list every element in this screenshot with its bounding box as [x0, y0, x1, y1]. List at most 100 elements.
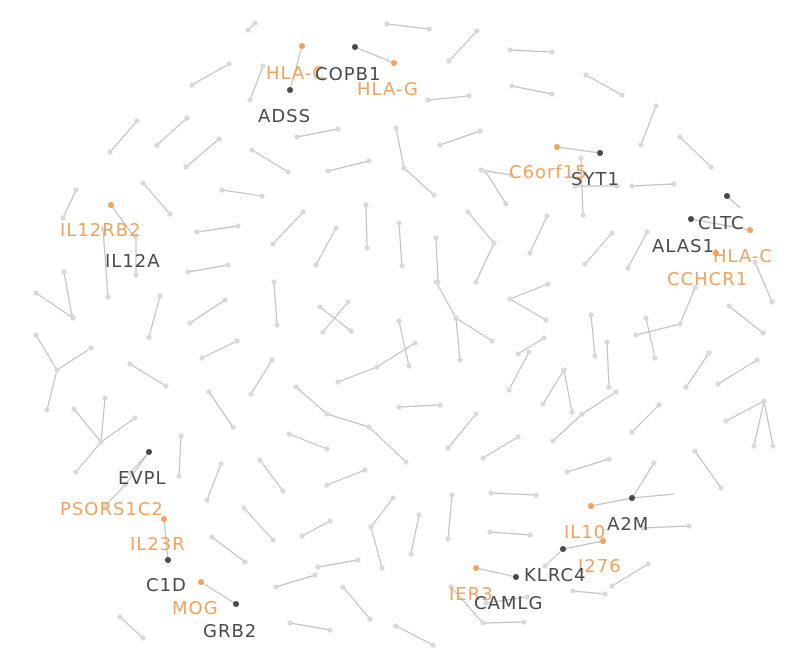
node-mog[interactable] — [198, 579, 204, 585]
node[interactable] — [629, 429, 635, 435]
node[interactable] — [708, 164, 714, 170]
node[interactable] — [368, 524, 374, 530]
node[interactable] — [550, 438, 556, 444]
node[interactable] — [412, 340, 418, 346]
node[interactable] — [683, 384, 689, 390]
node[interactable] — [384, 21, 390, 27]
node[interactable] — [335, 126, 341, 132]
node[interactable] — [543, 317, 549, 323]
node-klrc4[interactable] — [513, 574, 519, 580]
node[interactable] — [416, 512, 422, 518]
node[interactable] — [100, 226, 106, 232]
node[interactable] — [526, 349, 532, 355]
node-c1d[interactable] — [165, 557, 171, 563]
node[interactable] — [71, 406, 77, 412]
node[interactable] — [146, 334, 152, 340]
node[interactable] — [257, 457, 263, 463]
node-adss[interactable] — [287, 87, 293, 93]
node[interactable] — [285, 169, 291, 175]
node[interactable] — [157, 293, 163, 299]
node[interactable] — [219, 187, 225, 193]
node[interactable] — [73, 469, 79, 475]
node[interactable] — [287, 620, 293, 626]
node[interactable] — [606, 384, 612, 390]
node[interactable] — [61, 269, 67, 275]
node[interactable] — [549, 91, 555, 97]
node[interactable] — [588, 312, 594, 318]
node[interactable] — [248, 391, 254, 397]
node[interactable] — [403, 459, 409, 465]
node[interactable] — [127, 361, 133, 367]
node[interactable] — [671, 181, 677, 187]
node[interactable] — [726, 303, 732, 309]
node[interactable] — [44, 407, 50, 413]
node[interactable] — [299, 533, 305, 539]
node[interactable] — [488, 490, 494, 496]
node[interactable] — [259, 193, 265, 199]
node[interactable] — [483, 600, 489, 606]
node[interactable] — [366, 158, 372, 164]
node[interactable] — [609, 230, 615, 236]
node[interactable] — [638, 142, 644, 148]
node[interactable] — [549, 49, 555, 55]
node[interactable] — [752, 259, 758, 265]
node[interactable] — [396, 404, 402, 410]
node[interactable] — [199, 355, 205, 361]
node[interactable] — [134, 118, 140, 124]
node[interactable] — [465, 209, 471, 215]
node-a2m[interactable] — [629, 495, 635, 501]
node[interactable] — [132, 415, 138, 421]
node[interactable] — [433, 235, 439, 241]
node-klrc4-src[interactable] — [560, 546, 566, 552]
node[interactable] — [480, 620, 486, 626]
node[interactable] — [204, 497, 210, 503]
node[interactable] — [723, 418, 729, 424]
node[interactable] — [602, 591, 608, 597]
node[interactable] — [33, 332, 39, 338]
node[interactable] — [457, 357, 463, 363]
node[interactable] — [609, 583, 615, 589]
node-grb2[interactable] — [233, 601, 239, 607]
node[interactable] — [541, 335, 547, 341]
node[interactable] — [249, 147, 255, 153]
node[interactable] — [614, 183, 620, 189]
node[interactable] — [127, 470, 133, 476]
node[interactable] — [270, 537, 276, 543]
node[interactable] — [107, 149, 113, 155]
node[interactable] — [54, 367, 60, 373]
node[interactable] — [437, 142, 443, 148]
node[interactable] — [105, 294, 111, 300]
node[interactable] — [293, 384, 299, 390]
node[interactable] — [582, 261, 588, 267]
node[interactable] — [653, 103, 659, 109]
node[interactable] — [216, 136, 222, 142]
node[interactable] — [189, 82, 195, 88]
node[interactable] — [446, 58, 452, 64]
node[interactable] — [629, 183, 635, 189]
node[interactable] — [643, 315, 649, 321]
node[interactable] — [613, 389, 619, 395]
node[interactable] — [604, 339, 610, 345]
node[interactable] — [133, 272, 139, 278]
node[interactable] — [140, 180, 146, 186]
node[interactable] — [185, 269, 191, 275]
node-hlag[interactable] — [391, 60, 397, 66]
node[interactable] — [473, 279, 479, 285]
node[interactable] — [706, 350, 712, 356]
node[interactable] — [408, 551, 414, 557]
node[interactable] — [431, 192, 437, 198]
node[interactable] — [235, 223, 241, 229]
node[interactable] — [570, 588, 576, 594]
node[interactable] — [751, 443, 757, 449]
node[interactable] — [770, 443, 776, 449]
node[interactable] — [252, 20, 258, 26]
node[interactable] — [769, 299, 775, 305]
node[interactable] — [692, 285, 698, 291]
node[interactable] — [491, 240, 497, 246]
node[interactable] — [363, 202, 369, 208]
node[interactable] — [478, 167, 484, 173]
node[interactable] — [312, 572, 318, 578]
node[interactable] — [399, 263, 405, 269]
node[interactable] — [527, 532, 533, 538]
node-alas1[interactable] — [688, 216, 694, 222]
